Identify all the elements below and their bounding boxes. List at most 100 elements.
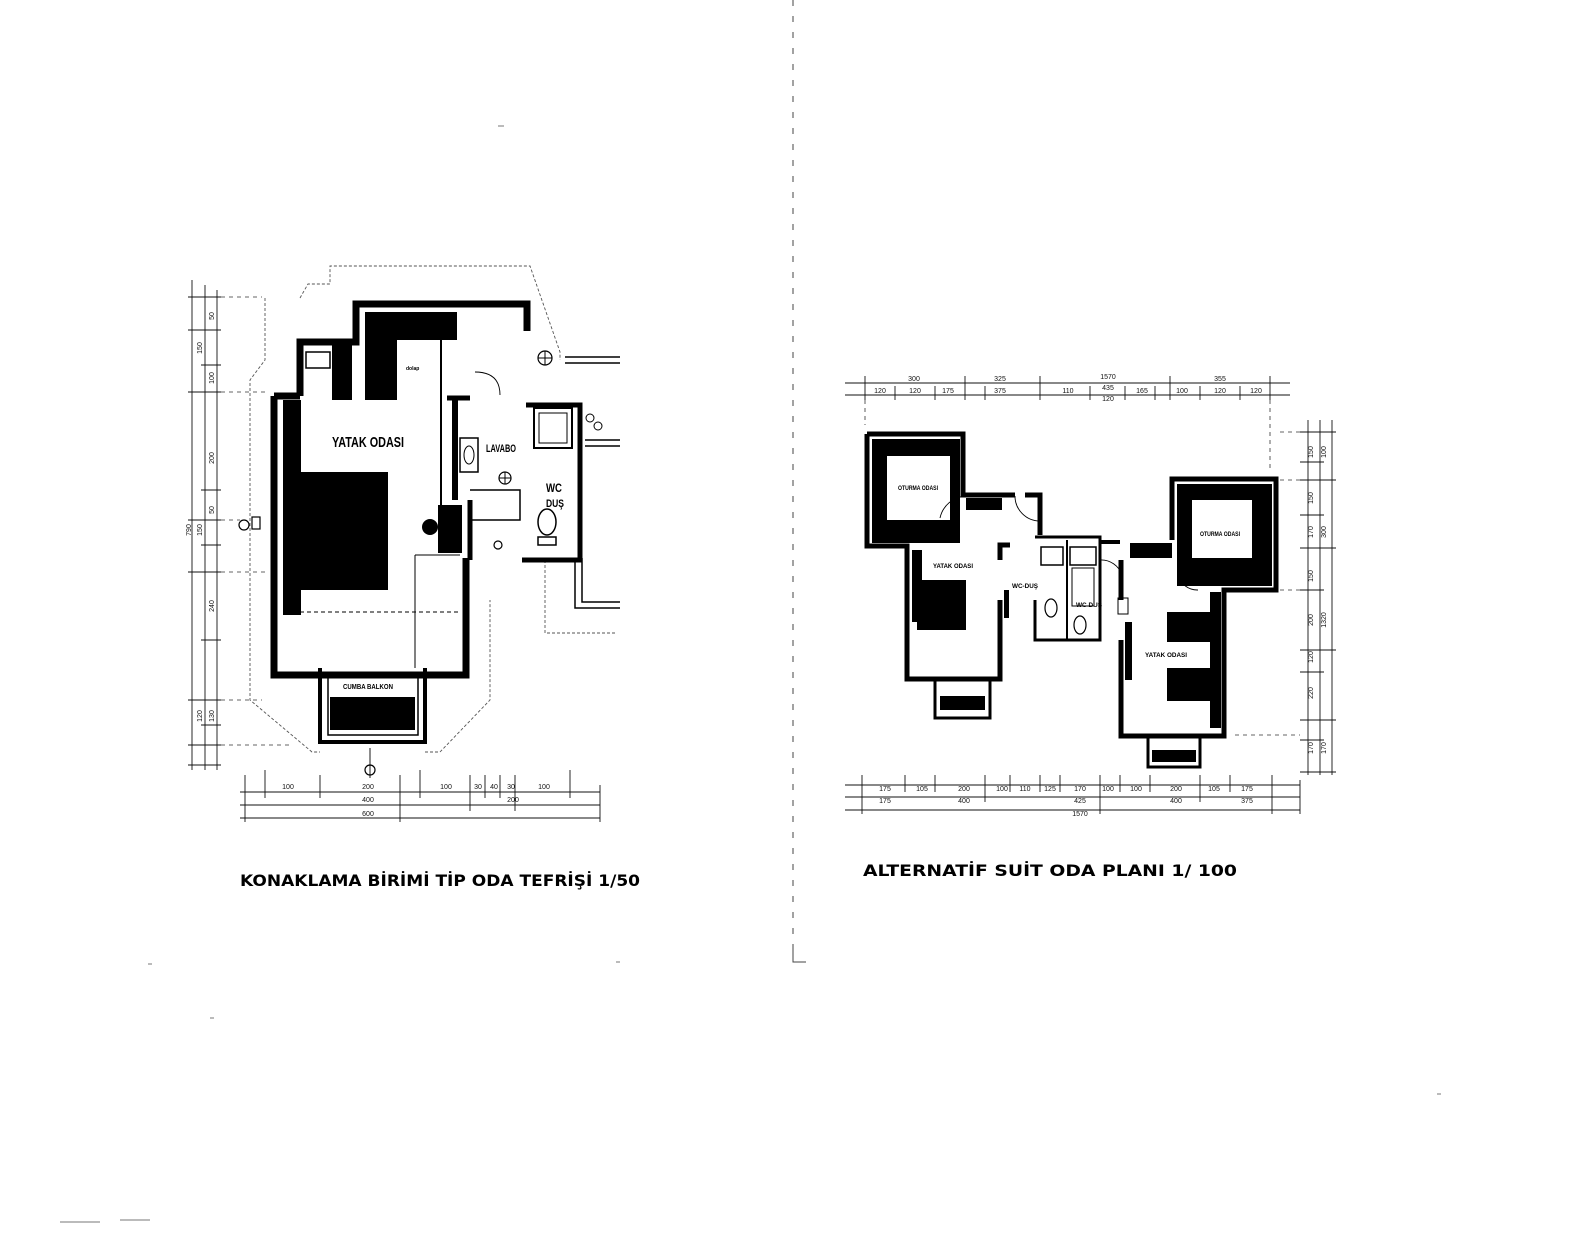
dimension-label: 125	[1044, 786, 1056, 793]
dimension-label: 175	[942, 388, 954, 395]
dimension-label: 110	[1019, 786, 1030, 793]
dimension-label: 200	[209, 452, 216, 464]
right-plan-caption: ALTERNATİF SUİT ODA PLANI 1/ 100	[863, 861, 1237, 880]
room-label-yatak-odasi-right: YATAK ODASI	[1145, 653, 1187, 659]
nightstand	[305, 351, 331, 369]
chair	[422, 519, 438, 535]
dimension-label: 400	[362, 797, 374, 804]
dimension-label: 100	[209, 372, 216, 384]
window-symbol	[238, 519, 250, 531]
double-bed	[290, 472, 388, 590]
room-label-lavabo: LAVABO	[486, 443, 516, 455]
right-plan-bathroom-fixtures	[939, 495, 1199, 635]
left-plan-walls	[270, 300, 620, 679]
room-label-yatak-odasi: YATAK ODASI	[332, 434, 404, 451]
dimension-label: 120	[1308, 651, 1315, 663]
dimension-label: 175	[1241, 786, 1253, 793]
dimension-label: 240	[209, 600, 216, 612]
dimension-label: 435	[1102, 385, 1114, 392]
desk-block	[438, 505, 462, 553]
dimension-label: 120	[197, 710, 204, 722]
right-plan-dimension-lines	[845, 376, 1336, 814]
dimension-label: 100	[538, 784, 550, 791]
dimension-label: 170	[1074, 786, 1086, 793]
dimension-label: 105	[1208, 786, 1220, 793]
dimension-label: 165	[1136, 388, 1148, 395]
dimension-label: 200	[1308, 614, 1315, 626]
right-plan-walls	[864, 431, 1279, 739]
dimension-label: 200	[507, 797, 519, 804]
dimension-label: 400	[1170, 798, 1182, 805]
page-fold-line	[792, 0, 806, 963]
dimension-label: 600	[362, 811, 374, 818]
left-plan-dimension-lines	[188, 280, 601, 822]
dimension-label: 200	[1170, 786, 1182, 793]
dimension-label: 425	[1074, 798, 1086, 805]
room-label-wc: WC	[546, 481, 562, 495]
right-plan-furniture	[872, 439, 1272, 728]
room-label-oturma-odasi-left: OTURMA ODASI	[898, 486, 938, 492]
dimension-label: 300	[908, 376, 920, 383]
dimension-label: 100	[1130, 786, 1142, 793]
right-plan-room-labels: OTURMA ODASI YATAK ODASI WC-DUŞ WC DUŞ O…	[898, 486, 1240, 659]
room-label-wc-dus-right: WC DUŞ	[1076, 603, 1102, 609]
right-floor-plan: OTURMA ODASI YATAK ODASI WC-DUŞ WC DUŞ O…	[845, 374, 1336, 880]
room-label-yatak-odasi-left: YATAK ODASI	[933, 564, 973, 570]
dimension-label: 100	[440, 784, 452, 791]
closet-block	[365, 312, 397, 400]
dimension-label: 1570	[1072, 811, 1088, 818]
dimension-label: 50	[209, 506, 216, 514]
left-plan-balcony	[318, 668, 427, 744]
dimension-label: 120	[1250, 388, 1262, 395]
dimension-label: 325	[994, 376, 1006, 383]
dimension-label: 120	[1102, 396, 1114, 403]
dimension-label: 790	[186, 524, 193, 536]
left-plan-room-labels: YATAK ODASI LAVABO WC DUŞ CUMBA BALKON d…	[332, 366, 564, 691]
dimension-label: 175	[879, 786, 891, 793]
dimension-label: 100	[1102, 786, 1114, 793]
dimension-label: 100	[282, 784, 294, 791]
dimension-label: 1570	[1100, 374, 1116, 381]
dimension-label: 150	[1308, 570, 1315, 582]
dimension-label: 170	[1308, 526, 1315, 538]
dimension-label: 30	[474, 784, 482, 791]
dimension-label: 300	[1321, 526, 1328, 538]
dimension-label: 120	[874, 388, 886, 395]
dimension-label: 110	[1062, 388, 1073, 395]
dimension-label: 50	[209, 312, 216, 320]
room-label-dus: DUŞ	[546, 498, 564, 510]
left-floor-plan: YATAK ODASI LAVABO WC DUŞ CUMBA BALKON d…	[186, 265, 640, 890]
washbasin	[459, 437, 479, 473]
dimension-label: 170	[1308, 742, 1315, 754]
dimension-label: 220	[1308, 687, 1315, 699]
balcony-block	[330, 697, 415, 730]
dimension-label: 200	[362, 784, 374, 791]
dimension-label: 1320	[1321, 612, 1328, 628]
dimension-label: 400	[958, 798, 970, 805]
scan-artifacts	[60, 125, 1441, 1223]
right-plan-balconies	[933, 680, 1202, 769]
dimension-label: 175	[879, 798, 891, 805]
left-plan-caption: KONAKLAMA BİRİMİ TİP ODA TEFRİŞİ 1/50	[240, 871, 640, 890]
dimension-label: 375	[994, 388, 1006, 395]
furniture-label-dolap: dolap	[406, 366, 419, 372]
dimension-label: 130	[209, 710, 216, 722]
dimension-label: 170	[1321, 742, 1328, 754]
dimension-label: 100	[996, 786, 1008, 793]
left-plan-bathroom-fixtures	[238, 350, 603, 778]
dimension-label: 150	[197, 342, 204, 354]
room-label-cumba-balkon: CUMBA BALKON	[343, 684, 393, 691]
toilet	[537, 508, 557, 536]
left-plan-roof-outline	[249, 265, 615, 753]
left-plan-furniture	[283, 312, 462, 615]
dimension-label: 375	[1241, 798, 1253, 805]
shower-tray	[533, 407, 573, 449]
dimension-label: 120	[909, 388, 921, 395]
closet-block	[332, 342, 352, 400]
